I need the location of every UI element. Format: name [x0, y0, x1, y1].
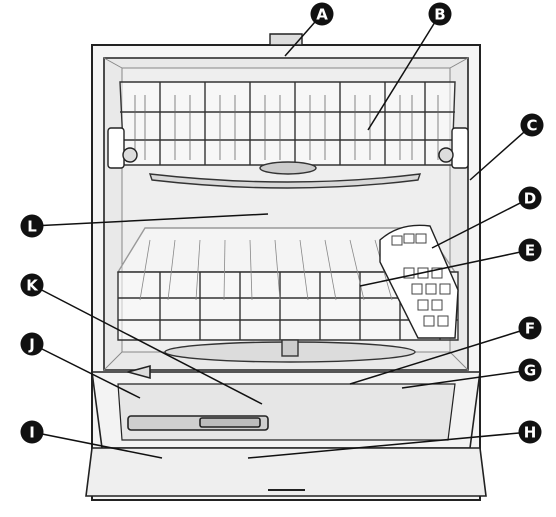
leader-line-i [31, 431, 163, 459]
silverware-basket [379, 224, 459, 339]
leader-line-j [31, 343, 141, 399]
callout-e: E [518, 238, 542, 262]
leader-line-l [31, 213, 269, 227]
callout-k-label: K [26, 277, 39, 295]
callout-g-label: G [524, 362, 536, 380]
rack-adjusters [107, 127, 469, 169]
leader-lines [31, 13, 533, 459]
callout-d: D [518, 186, 542, 210]
door-panel [85, 364, 487, 497]
lower-rack [116, 227, 459, 363]
callout-b-label: B [434, 6, 445, 24]
callout-a-label: A [316, 6, 328, 24]
callout-l-label: L [27, 218, 37, 236]
leader-line-c [469, 124, 533, 181]
callout-d-label: D [524, 190, 536, 208]
leader-line-e [359, 249, 531, 287]
callout-badges: A B C D E F G H [20, 2, 544, 444]
callout-h: H [518, 420, 542, 444]
callout-j: J [20, 332, 44, 356]
callout-h-label: H [524, 424, 537, 442]
leader-line-f [349, 327, 531, 385]
callout-f-label: F [525, 320, 535, 338]
callout-f: F [518, 316, 542, 340]
callout-i: I [20, 420, 44, 444]
callout-c-label: C [526, 117, 537, 135]
callout-k: K [20, 273, 44, 297]
callout-i-label: I [29, 424, 35, 442]
leader-line-g [401, 369, 531, 389]
callout-g: G [518, 358, 542, 382]
upper-rack [119, 81, 456, 189]
leader-line-d [431, 197, 531, 249]
leader-line-b [367, 13, 441, 131]
callout-c: C [520, 113, 544, 137]
callout-j-label: J [28, 336, 35, 354]
callout-l: L [20, 214, 44, 238]
leader-line-k [31, 284, 263, 405]
callout-e-label: E [525, 242, 535, 260]
callout-b: B [428, 2, 452, 26]
callout-a: A [310, 2, 334, 26]
leader-line-h [247, 431, 531, 459]
